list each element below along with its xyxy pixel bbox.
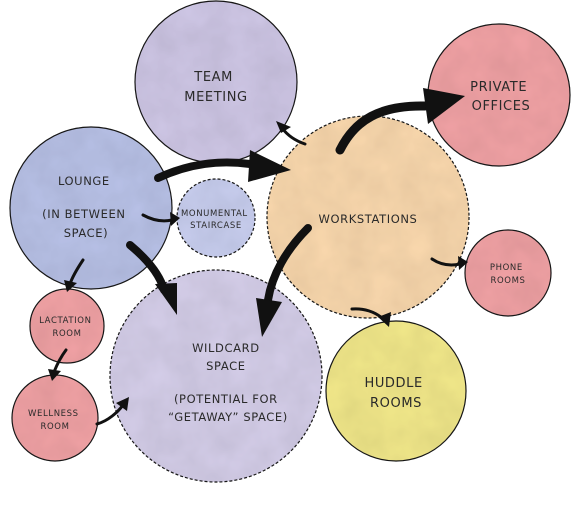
- team-meeting-label: TEAM MEETING: [184, 70, 247, 105]
- wellness-room-label: WELLNESS ROOM: [28, 409, 82, 432]
- wildcard-space-bubble: [109, 269, 323, 483]
- arrow-workstations-to-private-offices: [335, 88, 465, 155]
- huddle-rooms-bubble: [325, 320, 467, 462]
- wildcard-space-label: WILDCARD SPACE (POTENTIAL FOR “GETAWAY” …: [168, 341, 288, 424]
- lactation-room-bubble: [29, 288, 105, 364]
- private-offices-label: PRIVATE OFFICES: [470, 80, 532, 114]
- arrow-lounge-to-monumental-staircase: [141, 212, 180, 226]
- lounge-label: LOUNGE (IN BETWEEN SPACE): [42, 174, 130, 240]
- arrow-workstations-to-wildcard-space: [256, 224, 312, 337]
- workstations-label: WORKSTATIONS: [319, 212, 418, 226]
- phone-rooms-label: PHONE ROOMS: [490, 263, 526, 286]
- arrow-workstations-to-huddle-rooms: [350, 307, 391, 327]
- arrow-lounge-to-lactation-room: [64, 258, 85, 292]
- arrow-lactation-room-to-wellness-room: [48, 348, 68, 381]
- arrow-lounge-to-wildcard-space: [126, 241, 177, 315]
- lactation-room-label: LACTATION ROOM: [39, 316, 95, 339]
- monumental-staircase-label: MONUMENTAL STAIRCASE: [181, 209, 251, 231]
- arrow-lounge-to-workstations: [154, 150, 291, 182]
- arrow-wellness-room-to-wildcard-space: [95, 397, 129, 426]
- phone-rooms-bubble: [464, 229, 552, 317]
- huddle-rooms-label: HUDDLE ROOMS: [364, 376, 427, 411]
- arrow-workstations-to-phone-rooms: [430, 256, 468, 270]
- arrow-workstations-to-team-meeting: [276, 121, 307, 146]
